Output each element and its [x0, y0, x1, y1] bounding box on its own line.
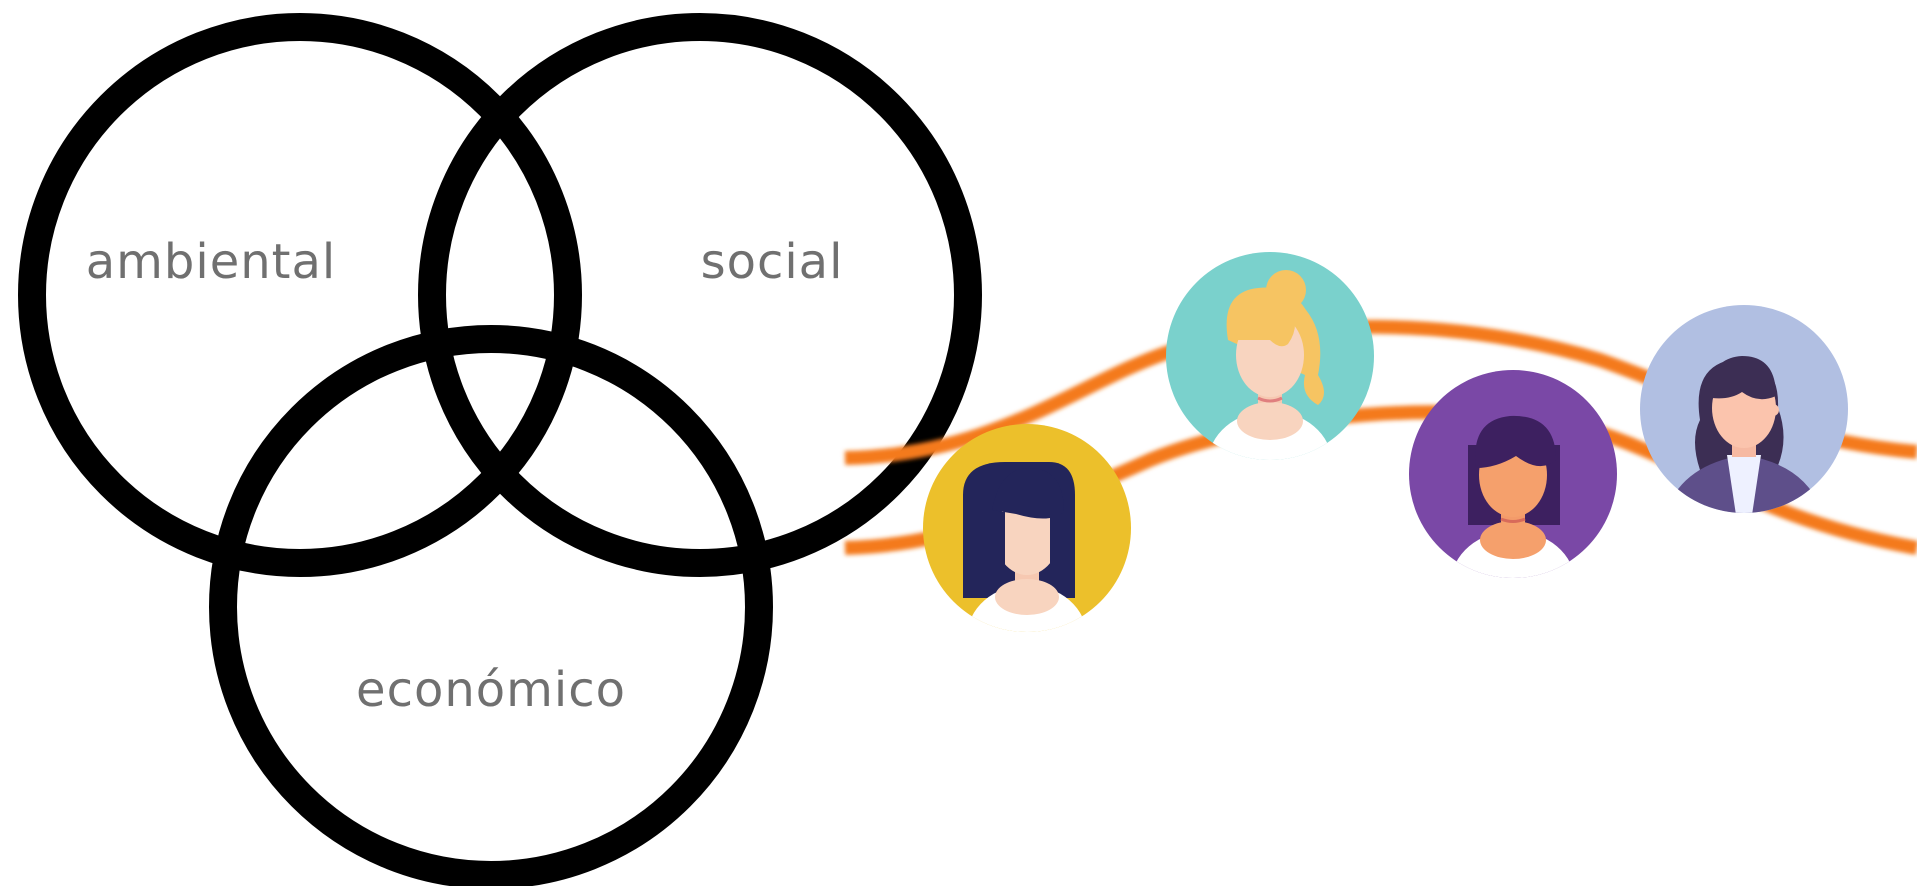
venn-label-economico: económico: [356, 662, 626, 718]
venn-circle-ambiental: [18, 13, 582, 577]
venn-labels: ambiental social económico: [86, 234, 844, 718]
venn-diagram: [18, 13, 982, 886]
venn-label-social: social: [701, 234, 844, 290]
venn-circle-economico: [209, 325, 773, 886]
venn-circle-social: [418, 13, 982, 577]
avatar-purple: [1409, 370, 1617, 578]
venn-label-ambiental: ambiental: [86, 234, 337, 290]
avatar-lavender: [1640, 305, 1848, 513]
avatar-teal: [1166, 252, 1374, 460]
avatar-yellow: [923, 424, 1131, 632]
